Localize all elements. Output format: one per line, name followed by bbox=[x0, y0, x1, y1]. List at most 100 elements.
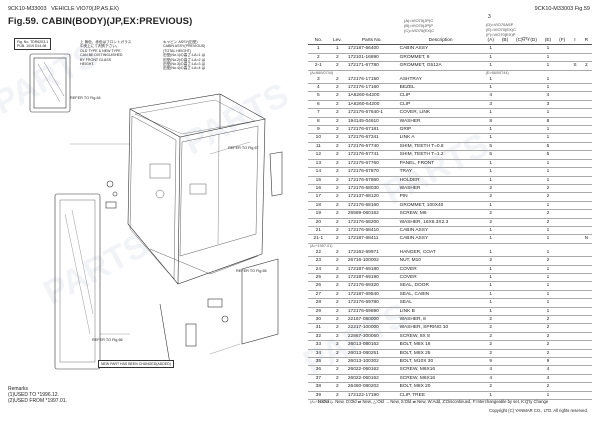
cell-desc: SEAL, CABIN bbox=[397, 290, 484, 300]
copyright: Copyright (C) YANMAR CO., LTD. All right… bbox=[489, 408, 588, 413]
cell-part: 172175-67760 bbox=[345, 159, 398, 169]
cell-lev: 2 bbox=[328, 307, 346, 317]
cell-qty bbox=[512, 340, 527, 350]
cell-qty bbox=[512, 357, 527, 367]
cell-qty bbox=[497, 265, 513, 274]
cell-no: 18 bbox=[308, 201, 329, 211]
cell-qty bbox=[512, 100, 527, 110]
cell-qty: 1 bbox=[540, 281, 556, 291]
cell-qty bbox=[526, 142, 541, 152]
cell-no: 38 bbox=[308, 382, 329, 392]
cell-qty bbox=[497, 273, 513, 283]
cell-r bbox=[580, 159, 592, 169]
remarks: Remarks (1)USED TO *1996.12. (2)USED FRO… bbox=[8, 386, 67, 404]
cell-i bbox=[569, 192, 581, 202]
cell-qty: 4 bbox=[540, 374, 556, 384]
cell-qty bbox=[526, 248, 541, 258]
cell-part: 172176-68410 bbox=[345, 226, 398, 236]
cell-part: 172176-67860 bbox=[345, 176, 398, 185]
cell-qty bbox=[526, 234, 541, 244]
cell-r bbox=[580, 357, 592, 367]
changed-part-note: NEW PART HAS BEEN CHANGED(ADDED) bbox=[98, 360, 174, 368]
cell-lev: 2 bbox=[328, 209, 346, 219]
cell-no: 28 bbox=[308, 298, 329, 308]
cell-qty bbox=[497, 150, 513, 160]
cell-qty bbox=[512, 315, 527, 325]
cell-part: 172176-17150 bbox=[345, 75, 398, 85]
cell-qty: 1 bbox=[483, 234, 498, 244]
cell-lev: 2 bbox=[328, 391, 346, 401]
cell-qty bbox=[555, 340, 570, 350]
cell-qty: 1 bbox=[540, 273, 556, 283]
cell-qty bbox=[555, 290, 570, 300]
cell-qty bbox=[555, 226, 570, 236]
cell-qty bbox=[555, 167, 570, 177]
cell-i bbox=[569, 307, 581, 317]
cell-qty: 2 bbox=[483, 209, 498, 219]
cell-no: 8 bbox=[308, 117, 329, 127]
cell-qty bbox=[512, 61, 527, 71]
cell-i bbox=[569, 44, 581, 54]
cell-lev: 2 bbox=[328, 332, 346, 342]
cell-lev: 2 bbox=[328, 117, 346, 127]
cell-qty: 5 bbox=[540, 142, 556, 152]
cell-desc: CLIP bbox=[397, 91, 484, 101]
cell-desc: GROMMET, 9 bbox=[397, 53, 484, 63]
cell-qty bbox=[526, 265, 541, 274]
cell-part: 172176-17160 bbox=[345, 83, 398, 93]
cell-qty bbox=[526, 44, 541, 54]
cell-qty: 1 bbox=[540, 61, 556, 71]
cell-r bbox=[580, 83, 592, 93]
figure-note: Fig. No. TDR6203-1 PUB. 1019 D14-98 bbox=[14, 38, 52, 50]
cell-qty bbox=[555, 323, 570, 333]
cell-part: 26013-080162 bbox=[345, 340, 398, 350]
cell-i bbox=[569, 117, 581, 127]
cell-part: 172187-69190 bbox=[345, 273, 398, 283]
cell-qty: 2 bbox=[540, 315, 556, 325]
cell-qty: 4 bbox=[483, 91, 498, 101]
cell-qty: 2 bbox=[540, 382, 556, 392]
cell-qty bbox=[526, 290, 541, 300]
cell-r bbox=[580, 256, 592, 266]
cell-qty bbox=[497, 332, 513, 342]
cell-qty bbox=[497, 391, 513, 401]
cell-qty: 2 bbox=[483, 256, 498, 266]
cell-qty bbox=[555, 315, 570, 325]
cell-r bbox=[580, 176, 592, 185]
cell-part: 1A6260-64200 bbox=[345, 100, 398, 110]
cell-no: 13 bbox=[308, 159, 329, 169]
cell-i bbox=[569, 184, 581, 194]
cell-desc: SCREW, M6X16 bbox=[397, 365, 484, 375]
cell-qty bbox=[497, 192, 513, 202]
cell-qty: 1 bbox=[483, 201, 498, 211]
cell-qty bbox=[497, 315, 513, 325]
cell-i bbox=[569, 201, 581, 211]
cell-r bbox=[580, 184, 592, 194]
cell-qty: 2 bbox=[540, 218, 556, 227]
cell-qty bbox=[497, 125, 513, 135]
cell-no: 22 bbox=[308, 248, 329, 258]
cell-qty bbox=[512, 209, 527, 219]
cell-r bbox=[580, 382, 592, 392]
cell-qty bbox=[526, 315, 541, 325]
cell-qty: 3 bbox=[540, 100, 556, 110]
col-q-b: (B) bbox=[497, 37, 513, 46]
cell-qty bbox=[497, 167, 513, 177]
cell-qty bbox=[526, 184, 541, 194]
reference-fig64: REFER TO Fig.64 bbox=[70, 96, 101, 100]
cell-qty bbox=[512, 391, 527, 401]
cell-r bbox=[580, 391, 592, 401]
cell-r bbox=[580, 365, 592, 375]
cell-qty bbox=[512, 125, 527, 135]
